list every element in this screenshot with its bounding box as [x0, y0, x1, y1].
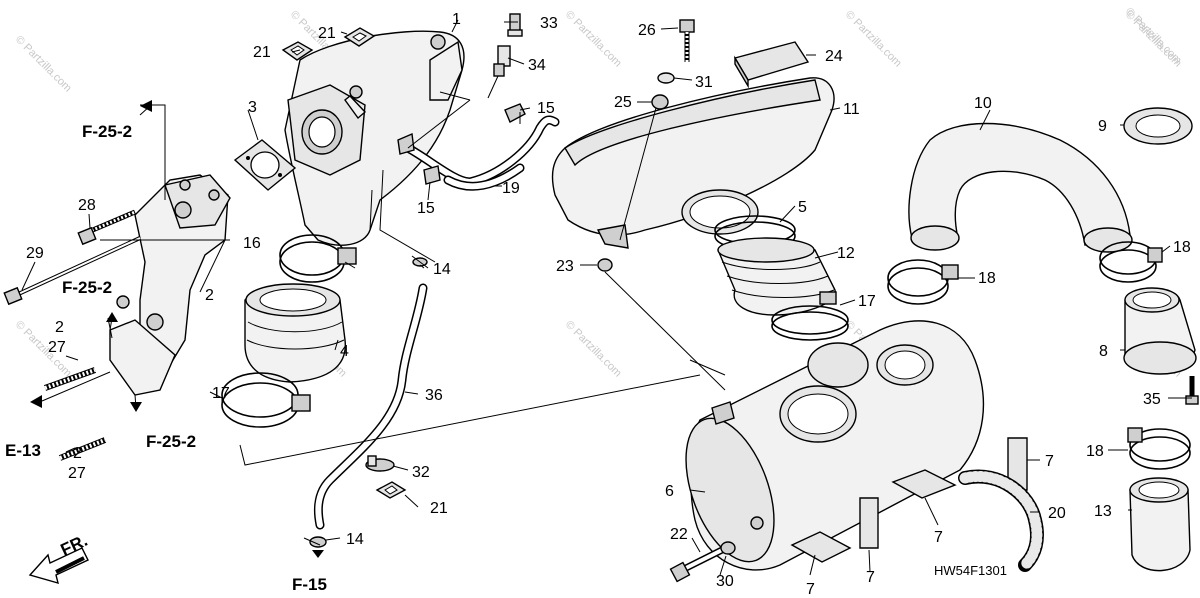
part-23-grommet [597, 258, 613, 272]
callout-23: 23 [556, 258, 574, 275]
reference-arrows [30, 100, 324, 558]
callout-32: 32 [412, 464, 430, 481]
diagram-code: HW54F1301 [934, 563, 1007, 578]
callout-35: 35 [1143, 391, 1161, 408]
ref-f-25-2: F-25-2 [62, 278, 112, 297]
callout-2: 2 [205, 287, 214, 304]
watermark: © Partzilla.com [843, 9, 904, 70]
callout-18: 18 [1173, 239, 1191, 256]
callout-22: 22 [670, 526, 688, 543]
bolts-left [3, 209, 141, 461]
callout-15: 15 [537, 100, 555, 117]
callout-29: 29 [26, 245, 44, 262]
part-10-bend-tube [908, 122, 1133, 253]
part-7-pads [790, 437, 1028, 563]
callout-33: 33 [540, 15, 558, 32]
callout-11: 11 [843, 101, 860, 118]
part-12-connector-boot [717, 237, 836, 316]
front-arrow: FR. [28, 531, 91, 585]
callout-36: 36 [425, 387, 443, 404]
callout-15: 15 [417, 200, 435, 217]
callout-3: 3 [248, 99, 257, 116]
part-6-air-box [685, 320, 985, 571]
part-19-breather-hose [403, 115, 560, 191]
ref-f-25-2: F-25-2 [82, 122, 132, 141]
part-11-air-duct [551, 77, 835, 249]
parts-22-30-drain [669, 541, 736, 583]
callout-21: 21 [253, 44, 271, 61]
callout-14: 14 [433, 261, 451, 278]
callout-27: 27 [68, 465, 86, 482]
ref-e-13: E-13 [5, 441, 41, 460]
callout-1: 1 [452, 11, 461, 28]
watermark: © Partzilla.com [563, 319, 624, 380]
callout-27: 27 [48, 339, 66, 356]
callout-2: 2 [73, 445, 82, 462]
part-4-intake-boot [244, 283, 346, 383]
watermark: © Partzilla.com [13, 34, 74, 95]
part-15-clips [397, 103, 526, 185]
ref-f-15: F-15 [292, 575, 327, 594]
callout-7: 7 [1045, 453, 1054, 470]
part-24-pad [733, 41, 810, 89]
section-references: F-25-2 F-25-2 F-25-2 E-13 F-15 [5, 122, 327, 594]
callout-18: 18 [978, 270, 996, 287]
part-17-clamp-right [771, 291, 849, 341]
callout-10: 10 [974, 95, 992, 112]
leader-lines [21, 19, 1192, 576]
part-9-ring [1123, 107, 1193, 145]
callout-17: 17 [212, 385, 230, 402]
callout-21: 21 [318, 25, 336, 42]
callout-28: 28 [78, 197, 96, 214]
callout-13: 13 [1094, 503, 1112, 520]
callout-31: 31 [695, 74, 713, 91]
part-2-throttle-body [109, 174, 231, 409]
callout-12: 12 [837, 245, 855, 262]
callout-8: 8 [1099, 343, 1108, 360]
callout-34: 34 [528, 57, 546, 74]
callout-2: 2 [55, 319, 64, 336]
part-20-strap [958, 469, 1044, 572]
callout-7: 7 [806, 581, 815, 598]
callout-numbers: 1 2 2 2 3 4 5 6 7 7 7 7 8 9 10 11 12 13 … [26, 11, 1191, 598]
callout-18: 18 [1086, 443, 1104, 460]
part-16-clamp [279, 234, 357, 283]
callout-30: 30 [716, 573, 734, 590]
callout-7: 7 [934, 529, 943, 546]
callout-21: 21 [430, 500, 448, 517]
callout-17: 17 [858, 293, 876, 310]
parts-25-26-31-bolt [651, 19, 695, 110]
callout-7: 7 [866, 569, 875, 586]
watermark-corner: © Partzilla.com [1123, 6, 1184, 67]
callout-6: 6 [665, 483, 674, 500]
callout-20: 20 [1048, 505, 1066, 522]
watermark: © Partzilla.com [563, 9, 624, 70]
part-13-tube-end [1129, 477, 1191, 572]
callout-16: 16 [243, 235, 261, 252]
ref-f-25-2: F-25-2 [146, 432, 196, 451]
callout-9: 9 [1098, 118, 1107, 135]
parts-33-34-fittings [493, 13, 523, 77]
callout-14: 14 [346, 531, 364, 548]
part-18-clamps [887, 241, 1191, 470]
callout-25: 25 [614, 94, 632, 111]
part-3-gasket [233, 139, 297, 191]
callout-26: 26 [638, 22, 656, 39]
part-36-drain-tube [303, 255, 429, 548]
callout-5: 5 [798, 199, 807, 216]
part-1-intake-housing [284, 30, 471, 246]
part-8-adapter [1123, 287, 1199, 405]
callout-4: 4 [340, 343, 349, 360]
callout-24: 24 [825, 48, 843, 65]
callout-19: 19 [502, 180, 520, 197]
part-17-clamp-left [221, 372, 311, 428]
